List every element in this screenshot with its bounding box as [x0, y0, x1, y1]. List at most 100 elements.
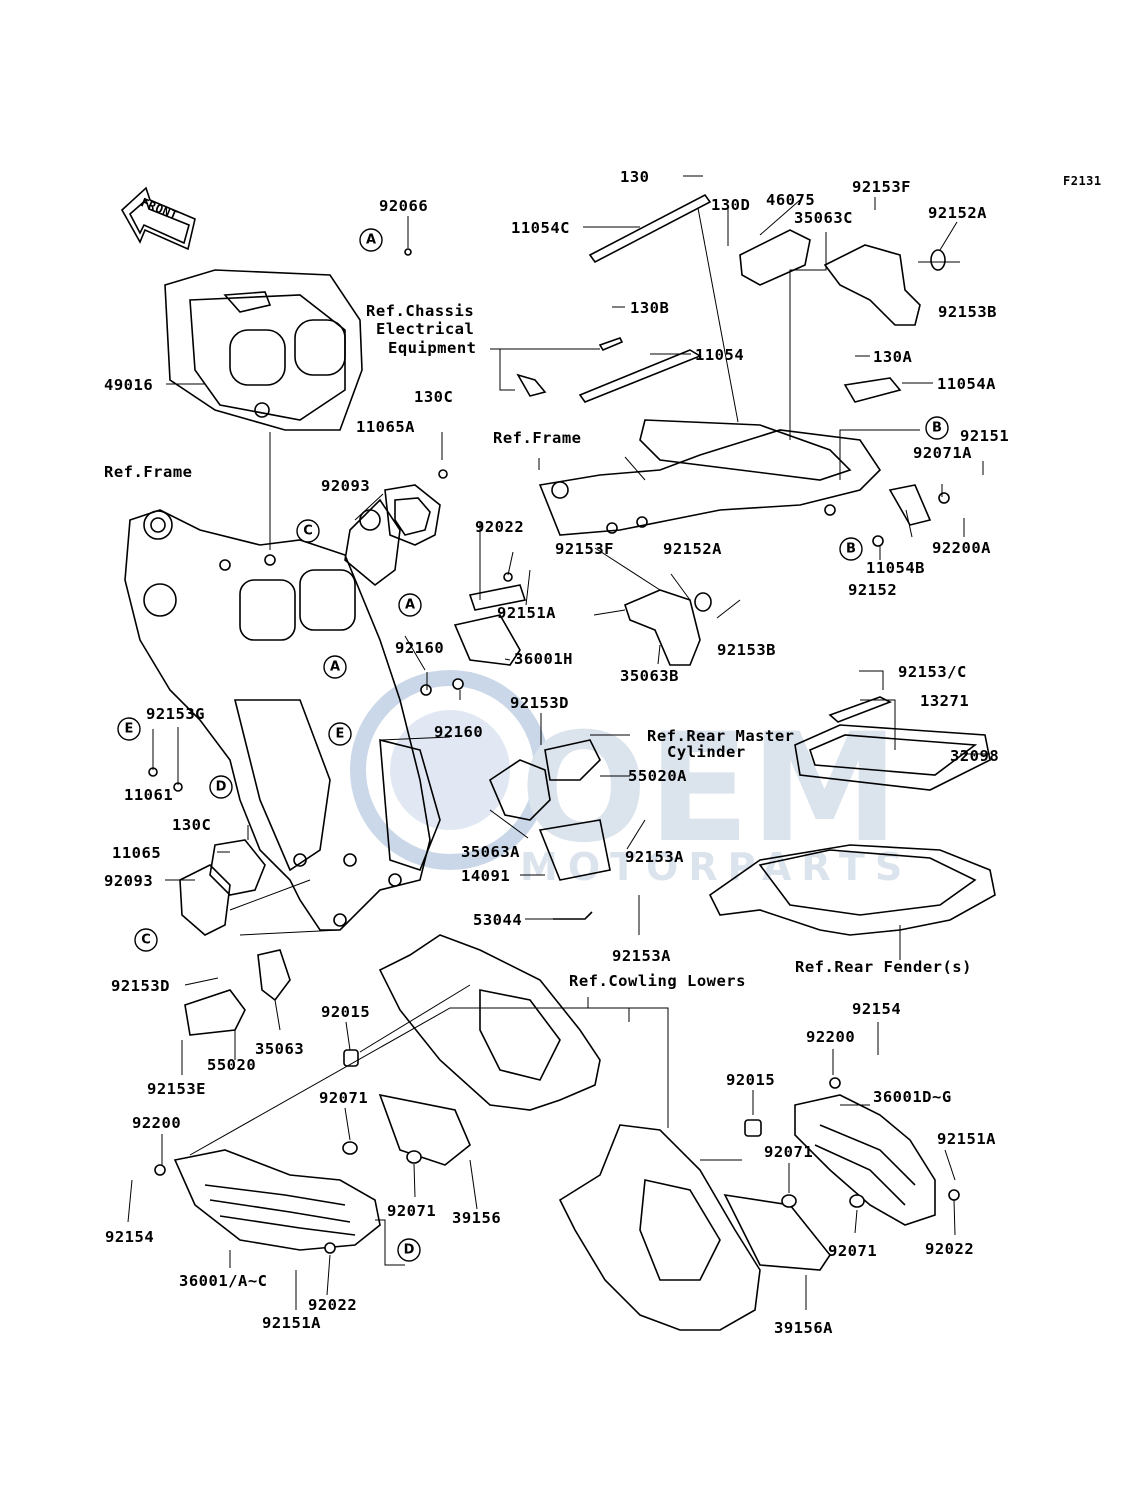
part-label: 11054B [866, 559, 925, 577]
part-label: 130B [630, 299, 669, 317]
part-label: 92200 [132, 1114, 181, 1132]
diagram-code: F2131 [1063, 174, 1102, 188]
cowling-lower-right-drawing [558, 1124, 761, 1331]
part-label: 130D [711, 196, 750, 214]
part-label: 11061 [124, 786, 173, 804]
part-label: 11054 [695, 346, 744, 364]
svg-text:A: A [366, 233, 376, 248]
part-label: 92153E [147, 1080, 206, 1098]
part-label: 130C [414, 388, 453, 406]
part-label: 36001H [514, 650, 573, 668]
part-label: 92153B [938, 303, 997, 321]
marker-B-low: B [839, 537, 863, 561]
svg-text:D: D [216, 780, 227, 795]
part-label: 92071A [913, 444, 972, 462]
ref-chassis-electrical-2: Electrical [376, 320, 474, 338]
part-label: 92153D [111, 977, 170, 995]
part-label: 92022 [308, 1296, 357, 1314]
part-label: 36001D~G [873, 1088, 952, 1106]
reference-labels: Ref.Chassis Electrical Equipment Ref.Fra… [104, 302, 972, 990]
rear-fender-drawing [708, 844, 996, 936]
ref-cowling-lowers: Ref.Cowling Lowers [569, 972, 746, 990]
part-label: 92152A [663, 540, 722, 558]
cowling-lower-left-drawing [378, 934, 601, 1111]
marker-D-low: D [397, 1238, 421, 1262]
svg-text:B: B [846, 542, 856, 557]
part-label: 92015 [726, 1071, 775, 1089]
part-label: 46075 [766, 191, 815, 209]
part-label: 92151A [262, 1314, 321, 1332]
part-label: 92022 [475, 518, 524, 536]
part-label: 92154 [852, 1000, 901, 1018]
ref-frame-left: Ref.Frame [104, 463, 193, 481]
part-label: 92153D [510, 694, 569, 712]
ref-chassis-electrical-1: Ref.Chassis [366, 302, 474, 320]
part-label: 92022 [925, 1240, 974, 1258]
part-label: 92093 [104, 872, 153, 890]
leader-lines [127, 175, 990, 1310]
part-label: 11054A [937, 375, 996, 393]
ref-rear-master-1: Ref.Rear Master [647, 727, 794, 745]
part-label: 49016 [104, 376, 153, 394]
tray-32098-drawing [794, 696, 991, 791]
part-label: 13271 [920, 692, 969, 710]
part-label: 92071 [828, 1242, 877, 1260]
svg-text:A: A [405, 598, 415, 613]
marker-B-top: B [925, 416, 949, 440]
bracket-35063B-drawing [624, 589, 712, 666]
part-label: 92154 [105, 1228, 154, 1246]
ref-rear-master-2: Cylinder [667, 743, 746, 761]
bracket-11054A-drawing [843, 377, 932, 526]
part-label: 36001/A~C [179, 1272, 268, 1290]
part-label: 130C [172, 816, 211, 834]
front-arrow-icon: FRONT [120, 186, 196, 251]
svg-text:A: A [330, 660, 340, 675]
watermark-sub-text: MOTORPARTS [520, 845, 912, 889]
part-label: 39156 [452, 1209, 501, 1227]
part-label: 92153B [717, 641, 776, 659]
part-label: 92153A [612, 947, 671, 965]
ref-frame-right: Ref.Frame [493, 429, 582, 447]
part-label: 35063C [794, 209, 853, 227]
marker-A-frame: A [323, 655, 347, 679]
part-label: 92153F [555, 540, 614, 558]
part-label: 35063B [620, 667, 679, 685]
part-label: 92152 [848, 581, 897, 599]
part-label: 11065A [356, 418, 415, 436]
marker-A-mid: A [398, 593, 422, 617]
marker-E-left: E [117, 717, 141, 741]
part-label: 55020 [207, 1056, 256, 1074]
part-label: 130 [620, 168, 650, 186]
cap-11065A-drawing [344, 469, 448, 587]
part-label: 92153F [852, 178, 911, 196]
inner-cover-left-drawing [173, 1093, 471, 1251]
part-label: 92071 [764, 1143, 813, 1161]
part-label: 92152A [928, 204, 987, 222]
part-label: 92071 [387, 1202, 436, 1220]
part-label: 92153G [146, 705, 205, 723]
part-label: 14091 [461, 867, 510, 885]
part-label: 92093 [321, 477, 370, 495]
part-label: 39156A [774, 1319, 833, 1337]
marker-A-top: A [359, 228, 383, 252]
part-label: 92151A [937, 1130, 996, 1148]
part-label: 11065 [112, 844, 161, 862]
part-label: 32098 [950, 747, 999, 765]
part-label: 92160 [434, 723, 483, 741]
part-label: 92200A [932, 539, 991, 557]
marker-D-mid: D [209, 775, 233, 799]
svg-text:C: C [141, 933, 151, 948]
hardware-drawing [148, 248, 960, 1254]
marker-E-frame: E [328, 722, 352, 746]
ref-rear-fender: Ref.Rear Fender(s) [795, 958, 972, 976]
part-label: 92066 [379, 197, 428, 215]
part-number-labels: 130 11054C 130D 46075 35063C 92153F 9215… [104, 168, 1009, 1337]
bracket-35063-drawing [184, 949, 291, 1036]
marker-C-low: C [134, 928, 158, 952]
part-label: 92153/C [898, 663, 967, 681]
svg-text:B: B [932, 421, 942, 436]
cap-11065-drawing [179, 839, 266, 936]
part-label: 35063 [255, 1040, 304, 1058]
marker-C-top: C [296, 519, 320, 543]
